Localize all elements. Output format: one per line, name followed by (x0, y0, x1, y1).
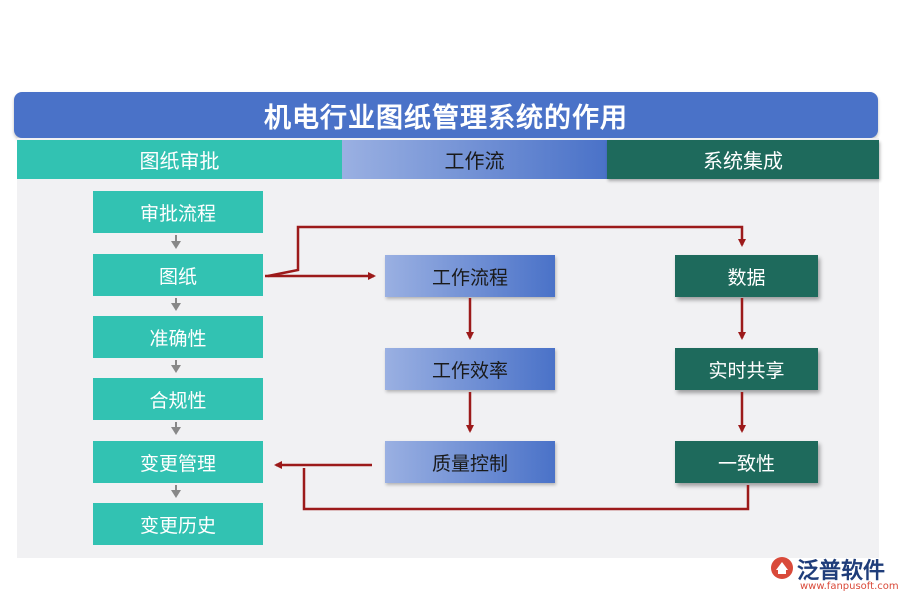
header-approval: 图纸审批 (17, 140, 342, 179)
box-workflow-process: 工作流程 (385, 255, 555, 297)
logo-icon (771, 557, 793, 579)
box-approval-process: 审批流程 (93, 191, 263, 233)
box-change-management: 变更管理 (93, 441, 263, 483)
box-data: 数据 (675, 255, 818, 297)
box-accuracy: 准确性 (93, 316, 263, 358)
box-work-efficiency: 工作效率 (385, 348, 555, 390)
box-drawing: 图纸 (93, 254, 263, 296)
logo-url: www.fanpusoft.com (800, 581, 899, 592)
box-compliance: 合规性 (93, 378, 263, 420)
header-workflow: 工作流 (342, 140, 607, 179)
page-title: 机电行业图纸管理系统的作用 (14, 92, 878, 138)
logo-name: 泛普软件 (797, 559, 886, 584)
header-integration: 系统集成 (607, 140, 879, 179)
box-consistency: 一致性 (675, 441, 818, 483)
brand-logo: 泛普软件 www.fanpusoft.com (770, 553, 899, 598)
box-realtime-sharing: 实时共享 (675, 348, 818, 390)
box-change-history: 变更历史 (93, 503, 263, 545)
box-quality-control: 质量控制 (385, 441, 555, 483)
